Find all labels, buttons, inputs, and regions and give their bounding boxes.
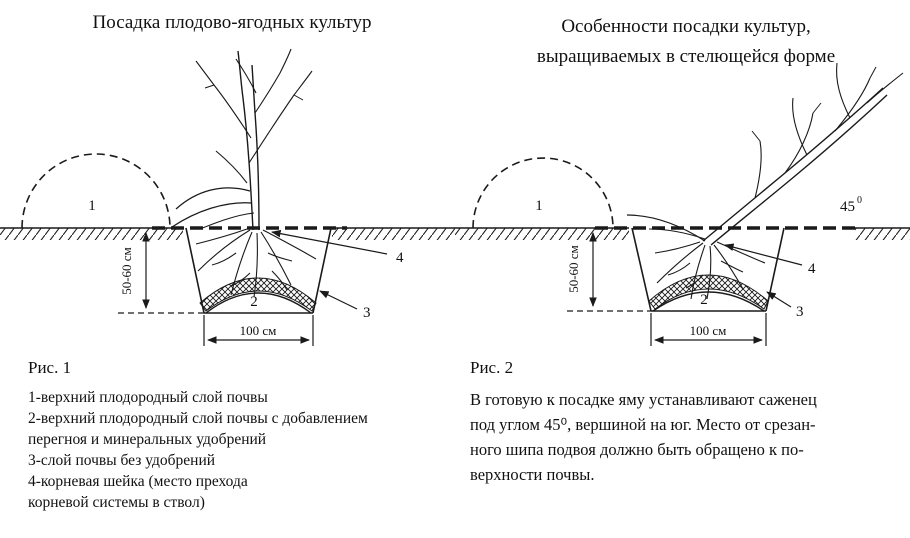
- fig1-width-label: 100 см: [240, 323, 277, 338]
- fig1-width-dimension: [203, 315, 314, 346]
- fig2-leader-zone4: [724, 243, 803, 266]
- fig2-diagram: 1 2: [455, 62, 910, 346]
- fig2-fertilized-band: [648, 274, 769, 310]
- fig2-soil-mound: [472, 157, 614, 229]
- fig2-tree: [626, 62, 904, 246]
- fig2-width-label: 100 см: [690, 323, 727, 338]
- fig2-title-line1: Особенности посадки культур,: [561, 16, 811, 37]
- fig2-title-line2: выращиваемых в стелющейся форме: [536, 46, 836, 67]
- fig1-soil-mound: [21, 153, 171, 229]
- fig2-depth-label: 50-60 см: [566, 245, 581, 293]
- fig2-roots: [654, 241, 766, 300]
- fig2-title: Особенности посадки культур, выращиваемы…: [466, 12, 906, 72]
- fig1-ground: [0, 226, 455, 240]
- fig1-label-zone2: 2: [250, 294, 258, 310]
- fig2-caption-block: Рис. 2 В готовую к посадке яму устанавли…: [470, 358, 908, 487]
- fig2-body-line-4: верхности почвы.: [470, 465, 595, 484]
- fig1-legend-line-3: перегноя и минеральных удобрений: [28, 431, 267, 448]
- fig1-legend-line-6: корневой системы в ствол): [28, 494, 205, 511]
- fig1-legend-line-1: 1-верхний плодородный слой почвы: [28, 389, 268, 406]
- fig1-depth-label: 50-60 см: [119, 247, 134, 295]
- fig2-body-line-1: В готовую к посадке яму устанавливают са…: [470, 390, 817, 409]
- fig2-label-zone2: 2: [700, 292, 708, 308]
- fig1-roots: [195, 228, 317, 298]
- fig1-label-zone4: 4: [396, 250, 404, 266]
- fig2-label-zone3: 3: [796, 304, 804, 320]
- fig2-leader-zone3: [766, 291, 792, 308]
- fig1-legend-line-2: 2-верхний плодородный слой почвы с добав…: [28, 410, 368, 427]
- fig1-legend: 1-верхний плодородный слой почвы 2-верхн…: [28, 387, 458, 513]
- fig2-body-line-3: ного шипа подвоя должно быть обращено к …: [470, 440, 804, 459]
- fig1-label-zone1: 1: [88, 198, 96, 214]
- fig1-pit: [118, 227, 332, 314]
- fig2-angle-label: 45: [840, 199, 855, 215]
- fig2-body-line-2: под углом 45⁰, вершиной на юг. Место от …: [470, 415, 816, 434]
- fig2-angle-sup: 0: [857, 195, 862, 206]
- fig1-leader-zone4: [271, 229, 388, 255]
- fig1-caption: Рис. 1: [28, 358, 72, 377]
- fig1-pit-mound: [205, 292, 312, 314]
- fig1-legend-line-4: 3-слой почвы без удобрений: [28, 452, 216, 469]
- fig1-legend-line-5: 4-корневая шейка (место прехода: [28, 473, 248, 490]
- fig1-tree: [171, 48, 313, 231]
- fig1-diagram: 1 2: [0, 48, 455, 346]
- fig1-caption-block: Рис. 1 1-верхний плодородный слой почвы …: [28, 358, 458, 513]
- fig2-width-dimension: [650, 313, 767, 346]
- fig1-title: Посадка плодово-ягодных культур: [92, 12, 372, 33]
- fig2-body: В готовую к посадке яму устанавливают са…: [470, 387, 908, 487]
- fig1-label-zone3: 3: [363, 305, 371, 321]
- fig2-label-zone4: 4: [808, 261, 816, 277]
- fig2-label-zone1: 1: [535, 198, 543, 214]
- fig1-leader-zone3: [319, 290, 358, 310]
- fig2-caption: Рис. 2: [470, 358, 514, 377]
- fig2-ground: [455, 226, 910, 240]
- fig1-fertilized-band: [199, 277, 317, 312]
